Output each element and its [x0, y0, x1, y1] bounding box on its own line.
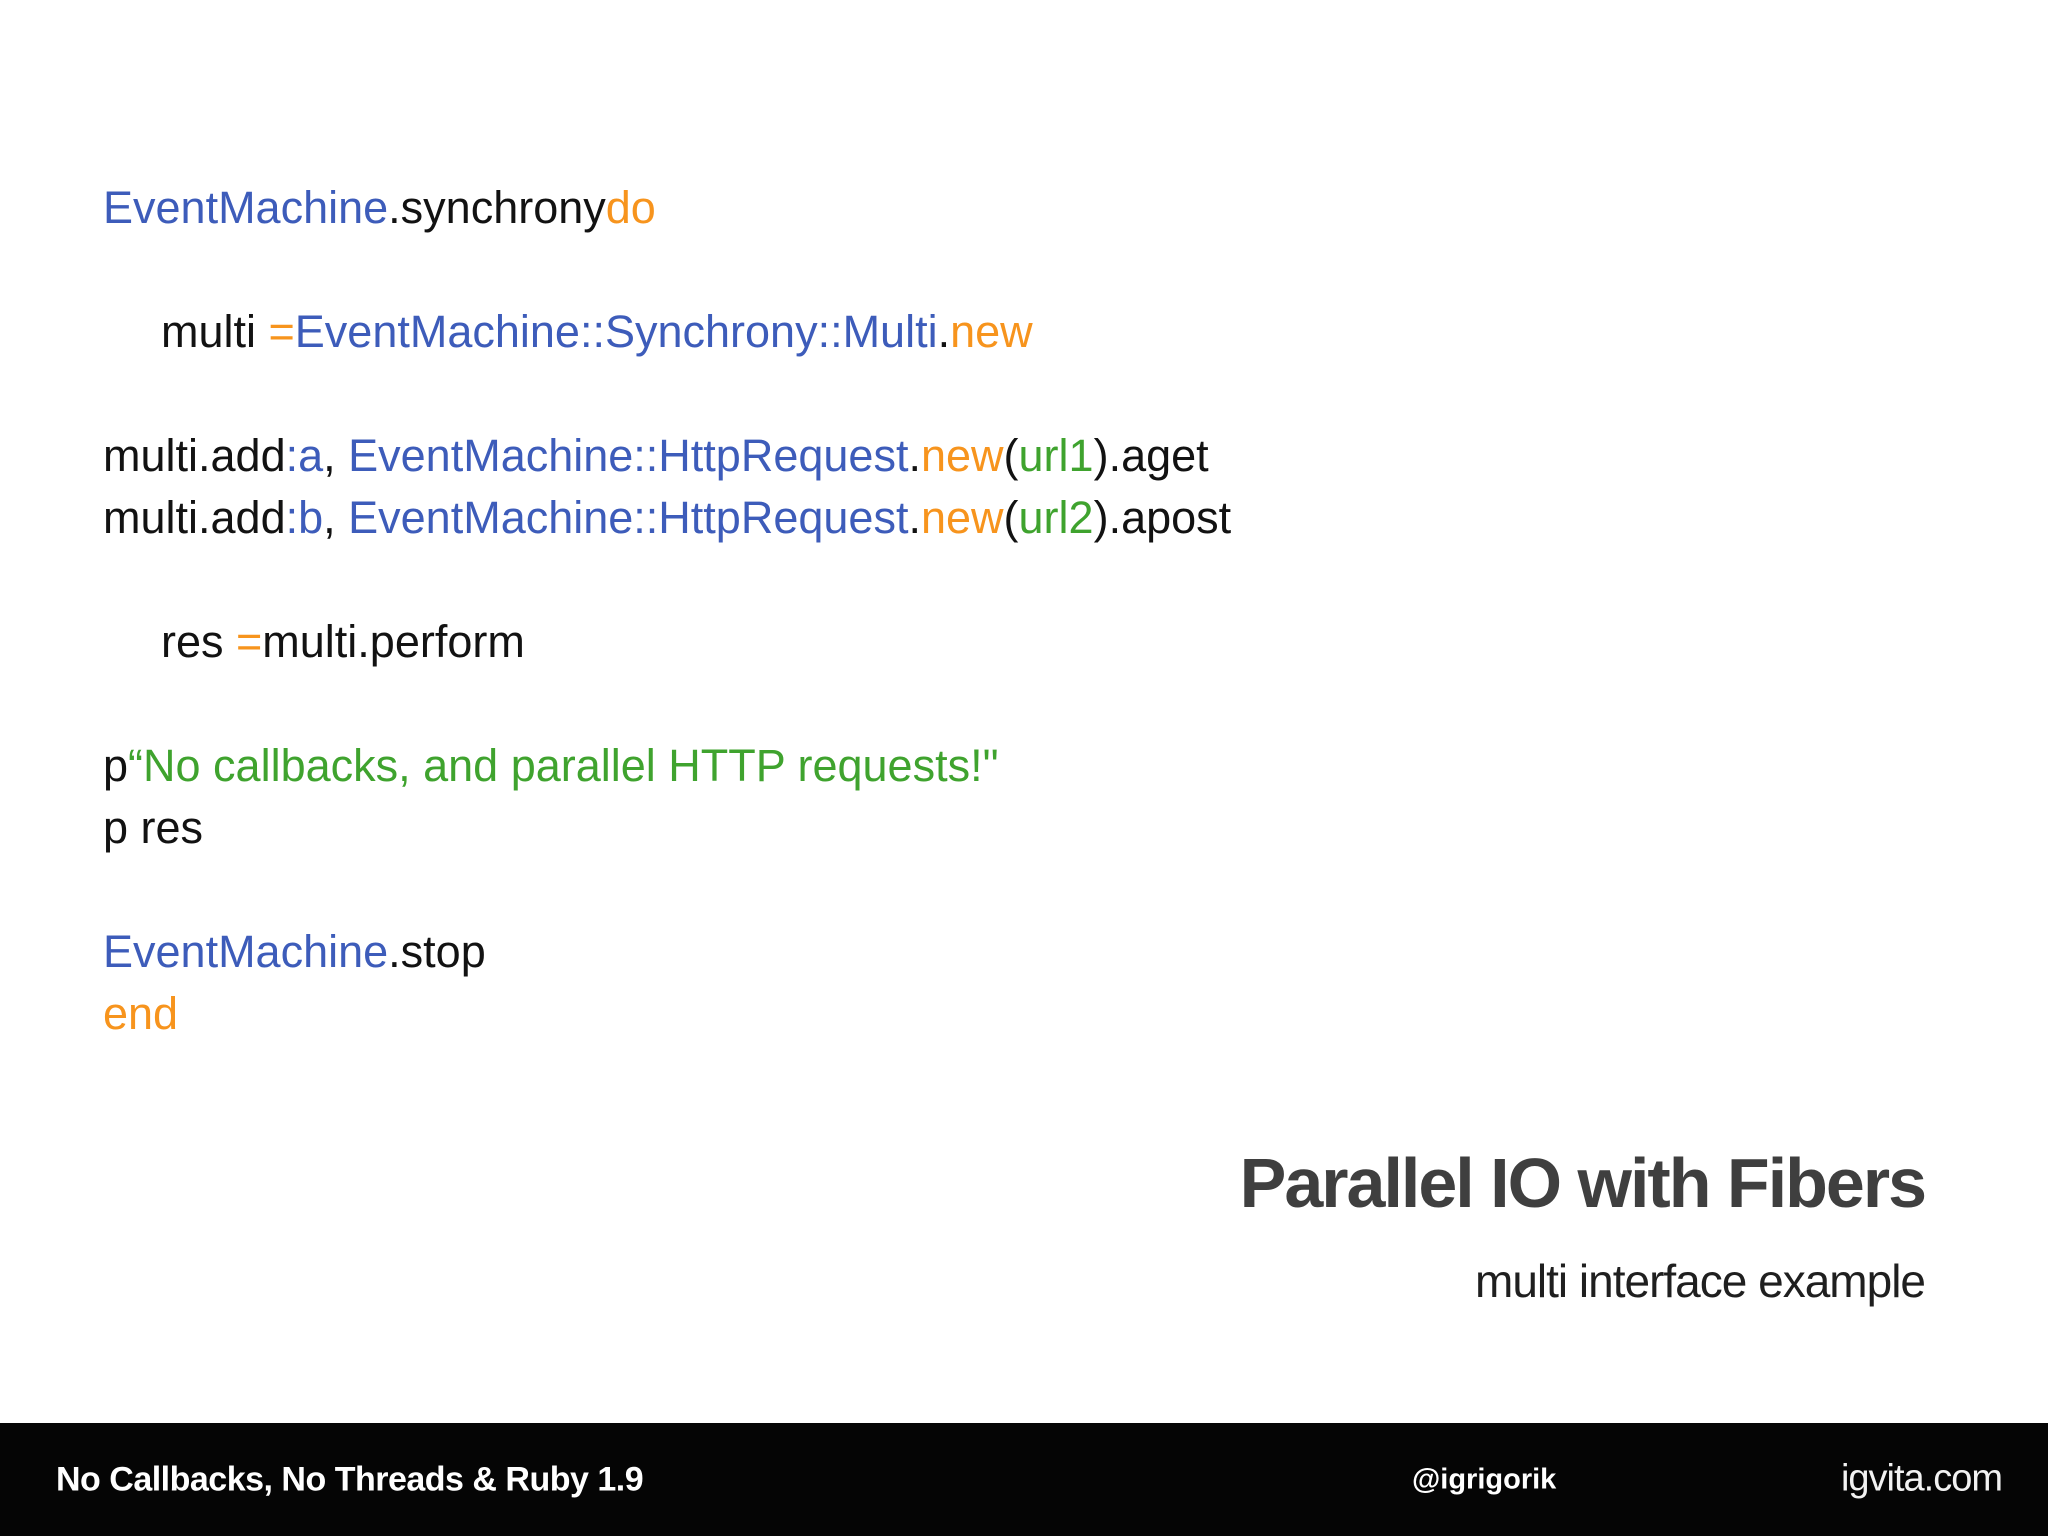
code-line-3: multi.add:a, EventMachine::HttpRequest.n… — [103, 425, 1231, 487]
code-line-8: EventMachine.stop — [103, 921, 1231, 983]
code-token: EventMachine::HttpRequest — [348, 430, 909, 481]
code-token: . — [937, 306, 951, 357]
code-token: new — [950, 306, 1033, 357]
code-token: multi.add — [103, 430, 286, 481]
code-token: , — [323, 492, 349, 543]
code-token: . — [908, 492, 921, 543]
code-token: EventMachine::HttpRequest — [348, 492, 909, 543]
code-line-6: p“No callbacks, and parallel HTTP reques… — [103, 735, 1231, 797]
code-token: multi.perform — [262, 616, 525, 667]
code-token: EventMachine — [103, 926, 389, 977]
code-line-blank — [103, 239, 1231, 301]
code-token: , — [323, 430, 349, 481]
code-token: . — [908, 430, 921, 481]
code-token: .apost — [1108, 492, 1232, 543]
code-token: :b — [285, 492, 324, 543]
code-token: = — [236, 616, 263, 667]
twitter-handle: @igrigorik — [1412, 1463, 1557, 1495]
code-token: = — [268, 306, 295, 357]
code-line-7: p res — [103, 797, 1231, 859]
title-block: Parallel IO with Fibers multi interface … — [1239, 1144, 1927, 1307]
code-token: .aget — [1108, 430, 1209, 481]
slide-title: Parallel IO with Fibers — [1239, 1144, 1927, 1222]
code-token: ) — [1093, 430, 1109, 481]
code-token: multi — [161, 306, 269, 357]
code-token: url1 — [1018, 430, 1094, 481]
code-token: EventMachine::Synchrony::Multi — [294, 306, 938, 357]
code-token: res — [161, 616, 237, 667]
code-token: ( — [1003, 430, 1019, 481]
code-line-blank — [103, 673, 1231, 735]
code-line-blank — [103, 549, 1231, 611]
site-logo: igvita.com — [1840, 1457, 2003, 1500]
code-block: EventMachine.synchronydo multi =EventMac… — [103, 177, 1231, 1045]
footer-title: No Callbacks, No Threads & Ruby 1.9 — [56, 1460, 644, 1498]
code-token: multi.add — [103, 492, 286, 543]
code-token: p — [103, 740, 129, 791]
code-token: url2 — [1018, 492, 1094, 543]
code-token: new — [920, 492, 1004, 543]
code-line-1: EventMachine.synchronydo — [103, 177, 1231, 239]
code-line-9: end — [103, 983, 1231, 1045]
slide-subtitle: multi interface example — [1475, 1255, 1926, 1307]
code-line-2: multi =EventMachine::Synchrony::Multi.ne… — [103, 301, 1231, 363]
footer-bar: No Callbacks, No Threads & Ruby 1.9 @igr… — [0, 1423, 2048, 1536]
code-line-5: res =multi.perform — [103, 611, 1231, 673]
code-token: “No callbacks, and parallel HTTP request… — [128, 740, 999, 791]
code-token: :a — [285, 430, 324, 481]
code-token: .stop — [388, 926, 486, 977]
code-token: ) — [1093, 492, 1109, 543]
code-token: .synchrony — [388, 182, 606, 233]
code-token: p res — [103, 802, 204, 853]
code-token: do — [605, 182, 656, 233]
code-token: end — [103, 988, 179, 1039]
code-token: EventMachine — [103, 182, 389, 233]
code-token: new — [920, 430, 1004, 481]
code-token: ( — [1003, 492, 1019, 543]
code-line-blank — [103, 859, 1231, 921]
code-line-blank — [103, 363, 1231, 425]
code-line-4: multi.add:b, EventMachine::HttpRequest.n… — [103, 487, 1231, 549]
